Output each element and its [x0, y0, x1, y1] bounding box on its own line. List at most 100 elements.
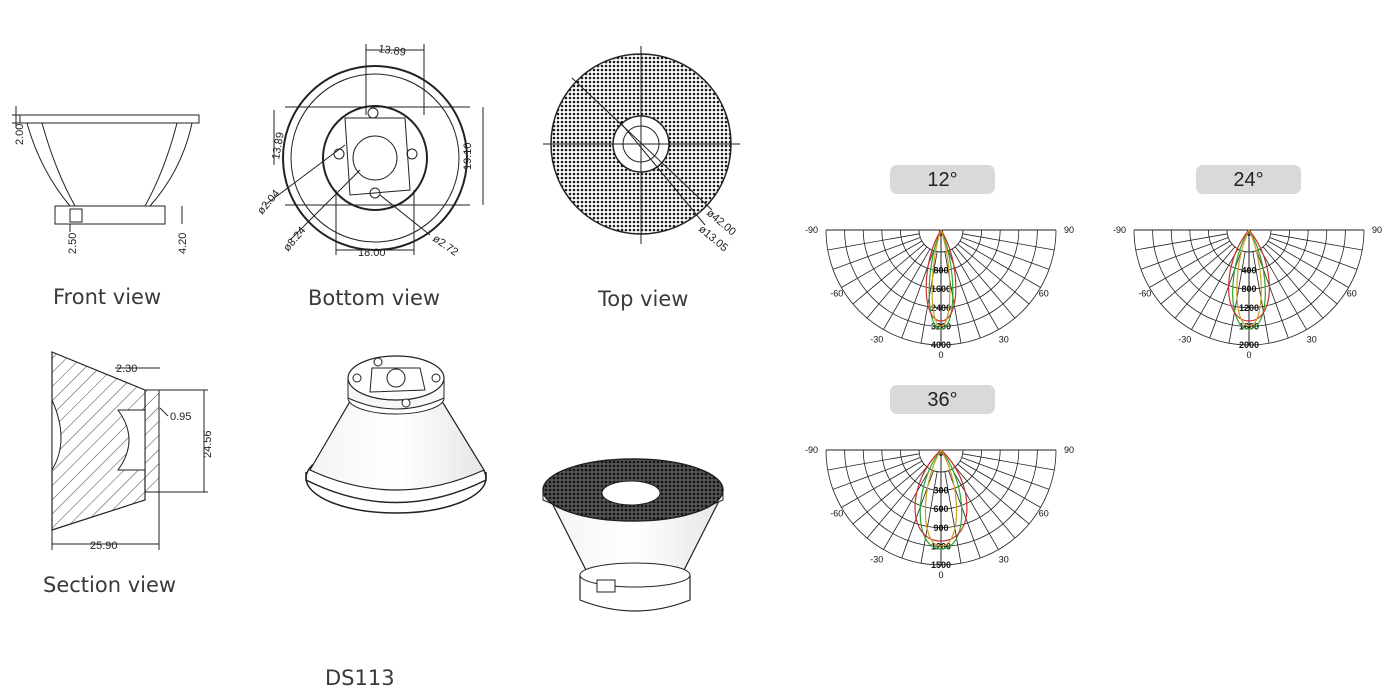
polar-spoke	[1262, 246, 1324, 319]
beam-angle-badge	[1196, 165, 1301, 194]
polar-degree-label: 60	[1039, 509, 1049, 519]
polar-degree-label: 30	[999, 335, 1009, 345]
polar-degree-label: 90	[1064, 225, 1074, 235]
polar-spoke	[1160, 243, 1233, 305]
polar-degree-label: 30	[999, 555, 1009, 565]
polar-degree-label: -30	[870, 335, 883, 345]
polar-degree-label: -60	[830, 289, 843, 299]
bottom-dim-top-width: 13.89	[378, 43, 407, 59]
bottom-dim-bottom-width: 18.00	[358, 247, 386, 259]
bottom-dim-pin-dia: ø2.04	[255, 188, 282, 217]
polar-ring-label: 2000	[1239, 340, 1259, 350]
polar-spoke	[883, 468, 931, 550]
front-view-drawing	[12, 106, 200, 232]
polar-spoke	[954, 246, 1016, 319]
polar-degree-label: 60	[1347, 289, 1357, 299]
polar-spoke	[957, 243, 1030, 305]
front-view-caption: Front view	[53, 285, 161, 309]
polar-spoke	[1140, 237, 1229, 270]
section-dim-gap: 0.95	[170, 411, 191, 423]
bottom-dim-hole-dia: ø2.72	[430, 233, 460, 259]
polar-degree-label: -30	[870, 555, 883, 565]
polar-ring-label: 300	[933, 486, 948, 496]
polar-spoke	[920, 471, 938, 564]
polar-spoke	[1269, 237, 1358, 270]
section-dim-flange: 2.30	[116, 363, 137, 375]
polar-spoke	[852, 463, 925, 525]
section-dim-length: 25.90	[90, 540, 118, 552]
polar-spoke	[866, 246, 928, 319]
polar-spoke	[1259, 248, 1307, 330]
bottom-dim-right-height: 19.10	[462, 142, 474, 170]
polar-spoke	[866, 466, 928, 539]
polar-degree-label: 60	[1039, 289, 1049, 299]
polar-spoke	[1174, 246, 1236, 319]
polar-spoke	[841, 460, 923, 508]
polar-spoke	[951, 248, 999, 330]
polar-spoke	[951, 468, 999, 550]
polar-spoke	[1267, 240, 1349, 288]
beam-angle-label: 12°	[927, 169, 957, 191]
polar-spoke	[852, 243, 925, 305]
beam-curve-green	[1232, 229, 1266, 330]
polar-degree-label: -90	[805, 225, 818, 235]
polar-spoke	[827, 453, 920, 471]
beam-angle-label: 36°	[927, 389, 957, 411]
polar-spoke	[961, 457, 1050, 490]
polar-spoke	[883, 248, 931, 330]
polar-degree-label: -60	[1138, 289, 1151, 299]
front-dim-base-height: 4.20	[177, 233, 189, 254]
polar-degree-label: 0	[1246, 350, 1251, 360]
bottom-dim-side-height: 13.89	[270, 131, 287, 160]
polar-degree-label: 30	[1307, 335, 1317, 345]
beam-curve-gold	[1236, 229, 1262, 327]
polar-spoke	[962, 233, 1055, 251]
bottom-dim-inner-dia: ø8.24	[281, 225, 308, 254]
polar-ring-label: 1200	[1239, 303, 1259, 313]
beam-angle-badge	[890, 385, 995, 414]
polar-spoke	[959, 240, 1041, 288]
polar-ring-label: 4000	[931, 340, 951, 350]
section-view-caption: Section view	[43, 573, 176, 597]
front-dim-base-offset: 2.50	[67, 233, 79, 254]
beam-curve-red	[925, 229, 957, 322]
polar-degree-label: 90	[1372, 225, 1382, 235]
top-view-drawing	[543, 46, 740, 244]
polar-spoke	[954, 466, 1016, 539]
beam-curve-green	[928, 229, 954, 330]
polar-spoke	[832, 237, 921, 270]
polar-ring-label: 400	[1241, 266, 1256, 276]
polar-degree-label: -90	[805, 445, 818, 455]
polar-spoke	[1191, 248, 1239, 330]
section-view-drawing	[51, 351, 208, 550]
polar-spoke	[1265, 243, 1338, 305]
polar-degree-label: -90	[1113, 225, 1126, 235]
beam-curve-red	[1228, 229, 1270, 322]
polar-spoke	[1149, 240, 1231, 288]
polar-ring-label: 2400	[931, 303, 951, 313]
polar-ring-label: 0	[938, 448, 943, 458]
polar-ring-label: 800	[933, 266, 948, 276]
beam-curve-gold	[924, 449, 958, 547]
polar-degree-label: 0	[938, 570, 943, 580]
polar-spoke	[1270, 233, 1363, 251]
polar-spoke	[962, 453, 1055, 471]
polar-spoke	[944, 471, 962, 564]
polar-ring-label: 600	[933, 504, 948, 514]
polar-ring-label: 1500	[931, 560, 951, 570]
polar-ring-label: 0	[938, 228, 943, 238]
front-dim-flange: 2.00	[14, 124, 26, 145]
polar-spoke	[841, 240, 923, 288]
lens-render-bottom	[305, 355, 487, 514]
polar-ring-label: 1600	[931, 284, 951, 294]
top-view-caption: Top view	[597, 287, 688, 311]
polar-degree-label: 90	[1064, 445, 1074, 455]
model-name: DS113	[325, 666, 395, 690]
bottom-view-drawing	[264, 44, 484, 255]
beam-angle-badge	[890, 165, 995, 194]
polar-ring-label: 900	[933, 523, 948, 533]
lens-render-top	[542, 458, 724, 612]
polar-spoke	[1135, 233, 1228, 251]
